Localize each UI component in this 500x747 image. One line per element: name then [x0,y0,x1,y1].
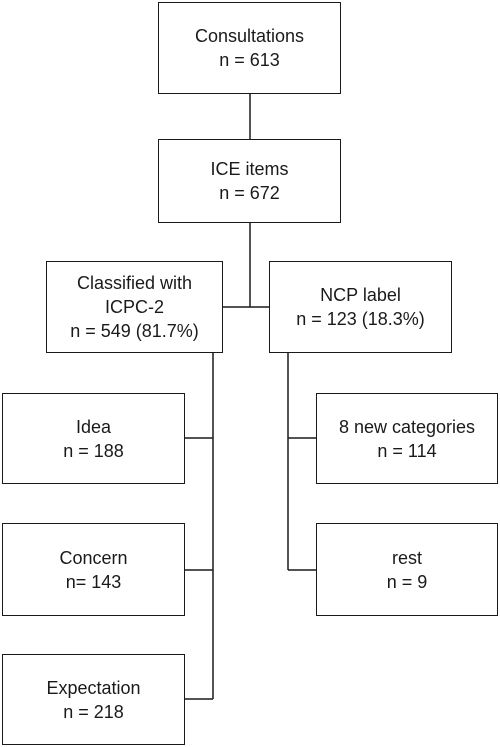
ncp-count: n = 123 (18.3%) [296,309,425,329]
new-categories-label: 8 new categories [338,416,476,437]
idea-box: Idea n = 188 [2,393,185,484]
concern-label: Concern [59,547,128,568]
classified-label-line2: ICPC-2 [104,297,164,317]
ice-items-count: n = 672 [219,183,280,203]
consultations-count: n = 613 [219,50,280,70]
idea-count: n = 188 [63,440,124,461]
new-categories-box: 8 new categories n = 114 [316,393,498,484]
classified-count: n = 549 (81.7%) [70,321,199,341]
new-categories-count: n = 114 [377,440,437,461]
idea-label: Idea [75,416,112,437]
expectation-count: n = 218 [63,701,124,722]
rest-box: rest n = 9 [316,523,498,616]
expectation-box: Expectation n = 218 [2,654,185,745]
ice-items-label: ICE items [210,159,289,179]
consultations-box: Consultations n = 613 [158,2,341,94]
ice-items-box: ICE items n = 672 [158,139,341,223]
ncp-label-box: NCP label n = 123 (18.3%) [269,261,452,353]
expectation-label: Expectation [46,677,141,698]
concern-box: Concern n= 143 [2,523,185,616]
classified-label-line1: Classified with [76,273,193,293]
rest-label: rest [391,547,422,568]
consultations-label: Consultations [194,26,305,46]
concern-count: n= 143 [65,571,122,592]
rest-count: n = 9 [386,571,428,592]
ncp-label-text: NCP label [320,285,401,305]
classified-box: Classified with ICPC-2 n = 549 (81.7%) [46,261,223,353]
